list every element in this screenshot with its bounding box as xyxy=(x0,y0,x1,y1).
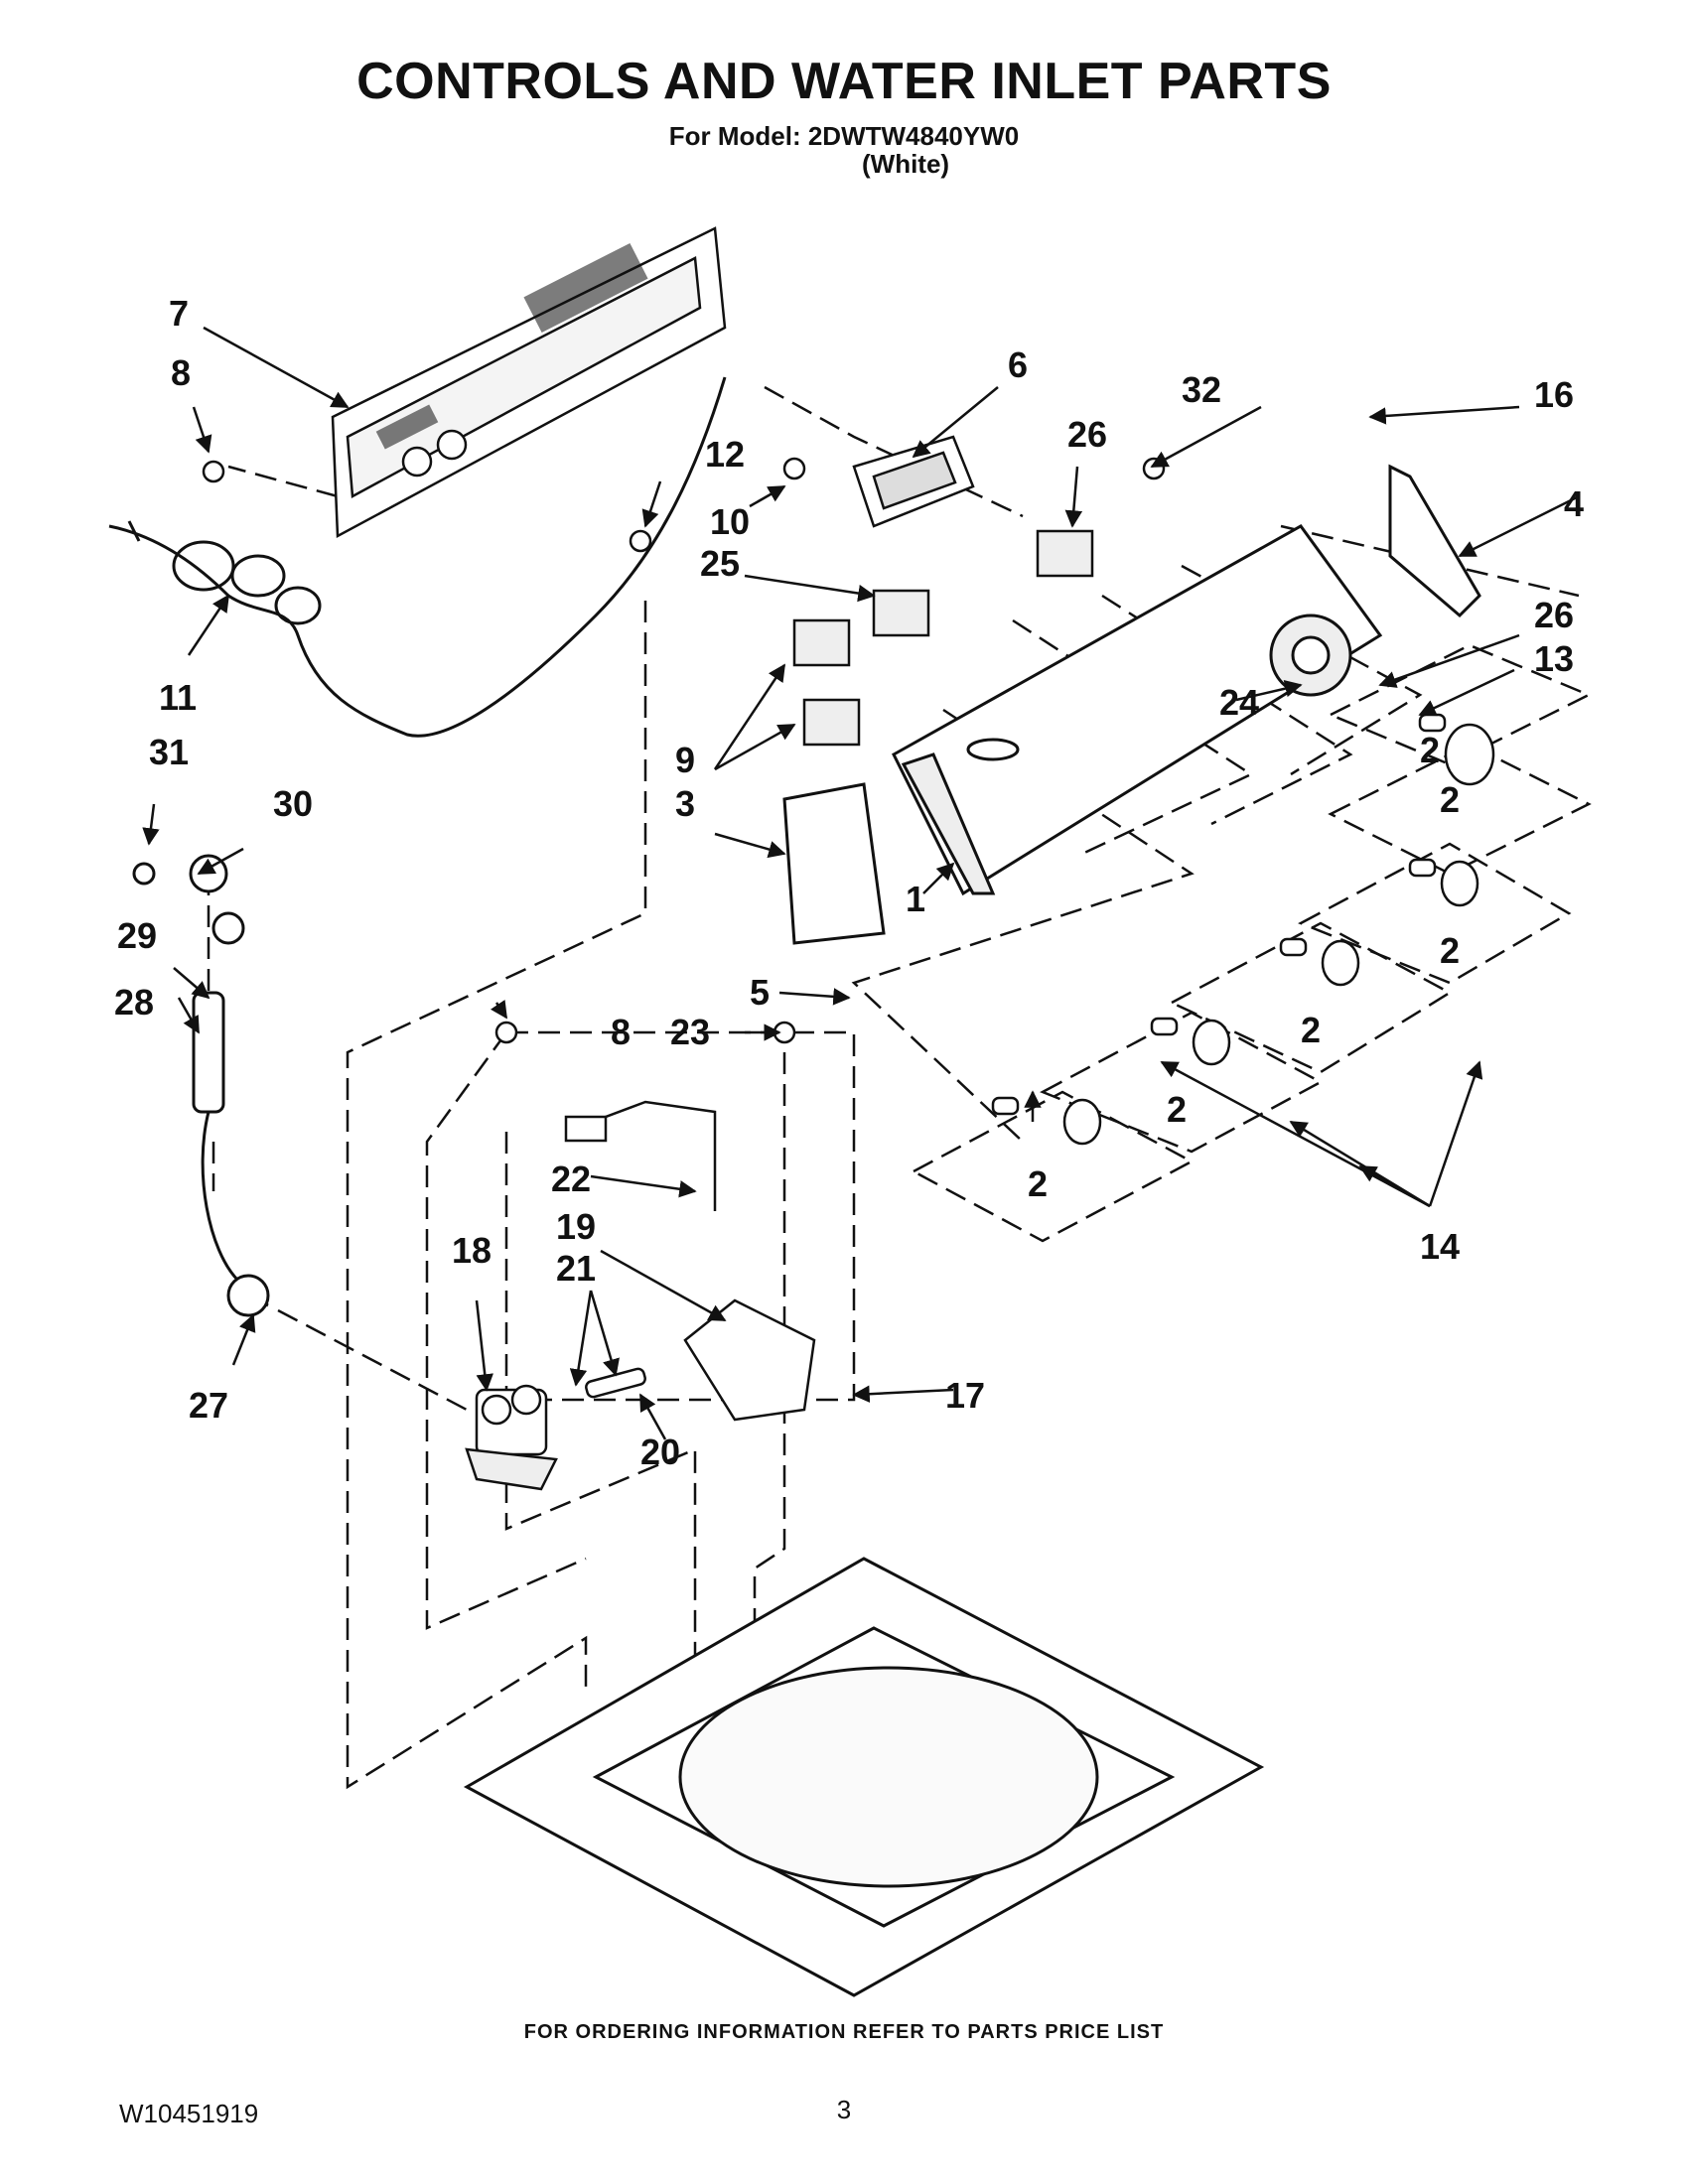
callout-numbers: 7 8 6 32 16 26 12 10 4 25 26 13 24 11 31… xyxy=(114,293,1584,1472)
end-cap-left xyxy=(782,782,886,945)
callout-32: 32 xyxy=(1182,369,1221,410)
callout-3: 3 xyxy=(675,783,695,824)
top-cabinet xyxy=(463,1557,1265,1997)
callout-6: 6 xyxy=(1008,344,1028,385)
callout-9: 9 xyxy=(675,740,695,780)
page-title: CONTROLS AND WATER INLET PARTS xyxy=(356,53,1332,110)
callout-25: 25 xyxy=(700,543,740,584)
rear-panel xyxy=(331,226,727,539)
callout-26-top: 26 xyxy=(1067,414,1107,455)
callout-2-c: 2 xyxy=(1301,1010,1321,1050)
callout-10: 10 xyxy=(710,501,750,542)
callout-31: 31 xyxy=(149,732,189,772)
callout-8-top: 8 xyxy=(171,352,191,393)
dispenser xyxy=(585,1298,816,1422)
knobs xyxy=(991,713,1495,1146)
callout-30: 30 xyxy=(273,783,313,824)
callout-23: 23 xyxy=(670,1012,710,1052)
user-interface-board xyxy=(852,435,975,528)
ordering-note: FOR ORDERING INFORMATION REFER TO PARTS … xyxy=(523,2021,1165,2043)
page-number: 3 xyxy=(836,2095,852,2124)
callout-18: 18 xyxy=(452,1230,492,1271)
callout-4: 4 xyxy=(1564,483,1584,524)
callout-26-right: 26 xyxy=(1534,595,1574,635)
water-inlet-valve xyxy=(465,1384,558,1491)
callout-12: 12 xyxy=(705,434,745,475)
callout-13: 13 xyxy=(1534,638,1574,679)
callout-14: 14 xyxy=(1420,1226,1460,1267)
callout-17: 17 xyxy=(945,1375,985,1416)
callout-7: 7 xyxy=(169,293,189,334)
end-cap-right xyxy=(1388,464,1481,618)
switches xyxy=(792,529,1094,747)
callout-2-d: 2 xyxy=(1167,1089,1187,1130)
document-number: W10451919 xyxy=(119,2099,259,2128)
callout-2-a: 2 xyxy=(1440,779,1460,820)
model-line: For Model: 2DWTW4840YW0 xyxy=(668,121,1020,151)
callout-leaders xyxy=(142,326,1580,1440)
inlet-hose xyxy=(132,854,270,1317)
callout-29: 29 xyxy=(117,915,157,956)
callout-27: 27 xyxy=(189,1385,228,1426)
wire-harness-22 xyxy=(564,1100,717,1211)
callout-21: 21 xyxy=(556,1248,596,1289)
callout-11: 11 xyxy=(159,677,197,718)
callout-19: 19 xyxy=(556,1206,596,1247)
callout-2-f: 2 xyxy=(1420,730,1440,770)
callout-24: 24 xyxy=(1219,682,1259,723)
callout-22: 22 xyxy=(551,1159,591,1199)
color-line: (White) xyxy=(862,149,950,179)
callout-20: 20 xyxy=(640,1432,680,1472)
callout-5: 5 xyxy=(750,972,770,1013)
callout-2-e: 2 xyxy=(1028,1163,1048,1204)
console-panel xyxy=(892,524,1383,896)
callout-2-b: 2 xyxy=(1440,930,1460,971)
callout-28: 28 xyxy=(114,982,154,1023)
callout-16: 16 xyxy=(1534,374,1574,415)
callout-1: 1 xyxy=(906,879,925,919)
callout-8-mid: 8 xyxy=(611,1012,631,1052)
